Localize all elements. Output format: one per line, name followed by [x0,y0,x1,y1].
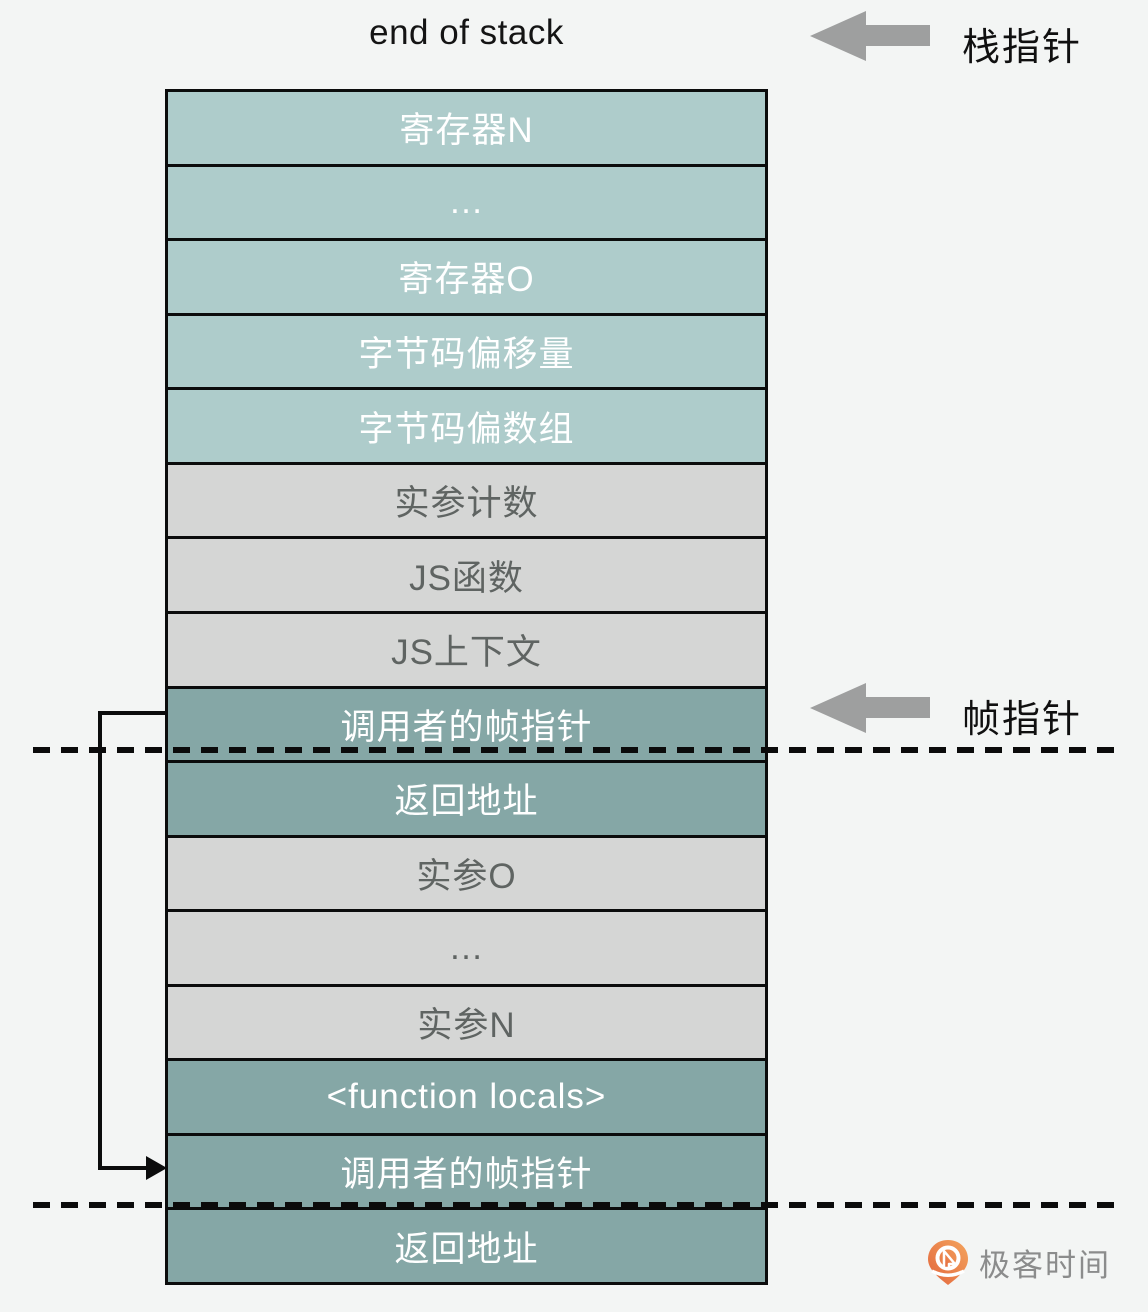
stack-row-return-address-top: 返回地址 [168,760,765,835]
geektime-logo-text: 极客时间 [979,1247,1111,1283]
frame-pointer-label: 帧指针 [962,699,1083,741]
stack-row-bytecode-offset: 字节码偏移量 [168,312,765,388]
row-label: 调用者的帧指针 [340,1155,593,1195]
row-label: 返回地址 [394,782,539,822]
geektime-logo-icon [928,1240,968,1285]
row-label: 寄存器O [398,260,535,300]
row-label: 字节码偏数组 [358,409,575,449]
row-label: 实参计数 [394,484,539,524]
stack-row-js-context: JS上下文 [168,610,765,686]
stack-row-caller-frame-pointer-bottom: 调用者的帧指针 [168,1132,765,1208]
row-label: JS上下文 [391,633,542,673]
geektime-logo: 极客时间 [926,1238,1111,1286]
row-label: 字节码偏移量 [358,334,575,374]
row-label: JS函数 [409,558,524,598]
row-label: … [448,182,485,222]
stack-row-bytecode-array: 字节码偏数组 [168,387,765,462]
stack-row-arg-o: 实参O [168,834,765,910]
frame-pointer-arrow-icon [810,683,930,733]
stack-row-function-locals: <function locals> [168,1058,765,1133]
stack-row-arg-count: 实参计数 [168,461,765,537]
right-arrowhead-icon [146,1156,167,1180]
row-label: 调用者的帧指针 [340,707,593,747]
stack-row-return-address-bottom: 返回地址 [168,1207,765,1282]
stack-row-register-n: 寄存器N [168,92,765,164]
stack-row-arg-n: 实参N [168,983,765,1059]
stack-row-ellipsis-bottom: … [168,909,765,984]
frame-boundary-dashed-line-bottom [33,1202,1125,1208]
row-label: … [448,927,485,967]
stack-box: 寄存器N … 寄存器O 字节码偏移量 字节码偏数组 实参计数 JS函数 JS上下… [165,89,768,1285]
row-label: 实参N [417,1006,516,1046]
stack-pointer-label: 栈指针 [962,27,1083,69]
frame-boundary-dashed-line-top [33,747,1125,753]
page-title: end of stack [369,13,564,52]
row-label: 寄存器N [399,111,534,151]
stack-pointer-arrow-icon [810,11,930,61]
stack-row-js-function: JS函数 [168,536,765,611]
frame-link-connector [98,711,167,1180]
row-label: 实参O [416,856,517,896]
stack-row-register-o: 寄存器O [168,238,765,313]
row-label: <function locals> [326,1077,607,1117]
stack-row-ellipsis-top: … [168,163,765,239]
row-label: 返回地址 [394,1229,539,1269]
